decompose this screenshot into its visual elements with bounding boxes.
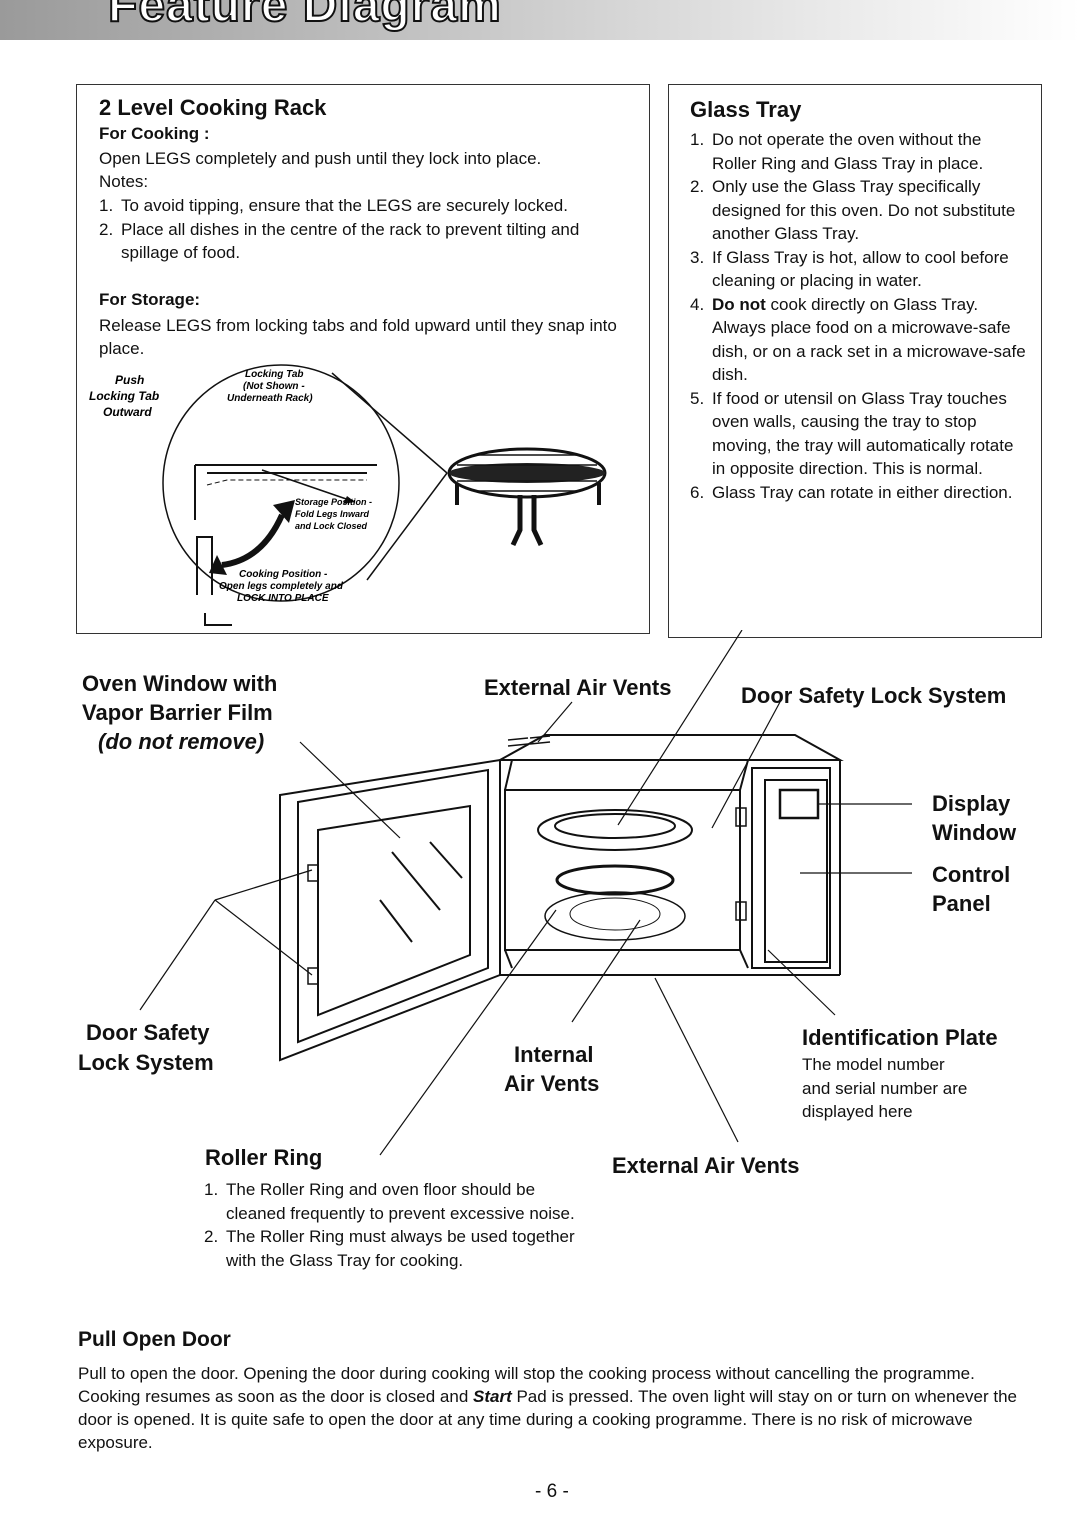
identification-plate-title: Identification Plate <box>802 1025 998 1050</box>
title-banner: Feature Diagram <box>0 0 1080 40</box>
control-panel-label-2: Panel <box>932 891 991 916</box>
glass-tray-box: Glass Tray 1.Do not operate the oven wit… <box>668 84 1042 638</box>
list-item: 2.Place all dishes in the centre of the … <box>99 219 580 263</box>
list-item: 4.Do not cook directly on Glass Tray. Al… <box>690 294 1026 385</box>
door-safety-left-label-2: Lock System <box>78 1050 214 1075</box>
cooking-pos-label-2: Open legs completely and <box>219 581 344 592</box>
for-cooking-text: Open LEGS completely and push until they… <box>99 149 542 168</box>
leader-door-lock-left-1 <box>214 869 313 901</box>
oven-window-label-1: Oven Window with <box>82 671 278 696</box>
control-panel-label-1: Control <box>932 862 1011 887</box>
glass-tray-list: 1.Do not operate the oven without the Ro… <box>690 128 1030 504</box>
locking-tab-label-3: Underneath Rack) <box>227 393 313 404</box>
glass-tray-shape <box>537 809 693 851</box>
leader-glass-tray <box>617 630 743 826</box>
oven-window-label-3: (do not remove) <box>98 729 265 754</box>
leader-oven-window <box>299 741 401 839</box>
leader-internal-vents <box>571 919 641 1023</box>
push-label-1: Push <box>115 373 144 387</box>
list-item: 1.To avoid tipping, ensure that the LEGS… <box>99 196 568 215</box>
locking-tab-label-1: Locking Tab <box>245 369 304 380</box>
door-safety-left-label-1: Door Safety <box>86 1020 210 1045</box>
list-item: 2.The Roller Ring must always be used to… <box>204 1227 575 1270</box>
display-window-shape <box>778 788 820 820</box>
rack-diagram: Push Locking Tab Outward Locking Tab (No… <box>89 364 607 626</box>
storage-label-1: Storage Position - <box>295 497 372 507</box>
list-item: 5.If food or utensil on Glass Tray touch… <box>690 388 1014 479</box>
page-number: - 6 - <box>535 1481 569 1502</box>
zoom-circle <box>162 364 400 602</box>
list-item: 6.Glass Tray can rotate in either direct… <box>690 482 1013 502</box>
push-label-2: Locking Tab <box>89 389 159 403</box>
cooking-pos-label-3: LOCK INTO PLACE <box>237 593 329 604</box>
leader-id-plate <box>767 949 836 1016</box>
display-window-label-1: Display <box>932 791 1011 816</box>
list-item: 2.Only use the Glass Tray specifically d… <box>690 177 1016 243</box>
oven-window-shape <box>317 804 471 1017</box>
door-latch-lower <box>307 967 319 985</box>
locking-tab-label-2: (Not Shown - <box>243 381 305 392</box>
roller-ring-list: 1.The Roller Ring and oven floor should … <box>204 1178 584 1272</box>
leader-ext-vents-bottom <box>654 977 739 1143</box>
leader-door-lock-right <box>711 701 781 829</box>
cooking-rack-box: 2 Level Cooking Rack For Cooking : Open … <box>76 84 650 634</box>
door-safety-lock-right-label: Door Safety Lock System <box>741 683 1007 708</box>
rack-notes-list: 1.To avoid tipping, ensure that the LEGS… <box>99 194 629 265</box>
for-storage-label: For Storage: <box>99 290 201 309</box>
for-cooking-label: For Cooking : <box>99 124 210 143</box>
roller-ring-shape <box>555 864 675 896</box>
storage-label-2: Fold Legs Inward <box>295 509 370 519</box>
list-item: 3.If Glass Tray is hot, allow to cool be… <box>690 247 1009 291</box>
leader-roller-ring <box>379 909 557 1156</box>
identification-plate-text-2: and serial number are <box>802 1079 968 1098</box>
storage-label-3: and Lock Closed <box>295 521 368 531</box>
control-panel-outline <box>751 767 831 969</box>
pull-open-door-text: Pull to open the door. Opening the door … <box>78 1364 1017 1452</box>
identification-plate-text-3: displayed here <box>802 1102 913 1121</box>
cooking-rack-title: 2 Level Cooking Rack <box>99 95 327 120</box>
list-item: 1.Do not operate the oven without the Ro… <box>690 130 984 173</box>
notes-label: Notes: <box>99 172 149 191</box>
cooking-pos-label-1: Cooking Position - <box>239 569 328 580</box>
display-window-label-2: Window <box>932 820 1017 845</box>
microwave-diagram <box>139 630 912 1156</box>
list-item: 1.The Roller Ring and oven floor should … <box>204 1180 575 1223</box>
external-air-vents-top-label: External Air Vents <box>484 675 672 700</box>
oven-top <box>496 734 844 761</box>
roller-ring-title: Roller Ring <box>205 1145 323 1170</box>
identification-plate-text-1: The model number <box>802 1055 945 1074</box>
internal-air-vents-label-2: Air Vents <box>504 1071 600 1096</box>
door-latch-upper <box>307 864 319 882</box>
internal-air-vents-label-1: Internal <box>514 1042 594 1067</box>
glass-tray-title: Glass Tray <box>690 97 802 122</box>
page-title: Feature Diagram <box>107 0 502 33</box>
pull-open-door-title: Pull Open Door <box>78 1328 231 1351</box>
oven-cavity <box>504 789 741 951</box>
external-air-vents-bottom-label: External Air Vents <box>612 1153 800 1178</box>
leader-ext-vents-top <box>537 701 573 743</box>
oven-door <box>279 758 501 1062</box>
oven-window-label-2: Vapor Barrier Film <box>82 700 273 725</box>
for-storage-text: Release LEGS from locking tabs and fold … <box>99 316 617 358</box>
push-label-3: Outward <box>103 405 152 419</box>
